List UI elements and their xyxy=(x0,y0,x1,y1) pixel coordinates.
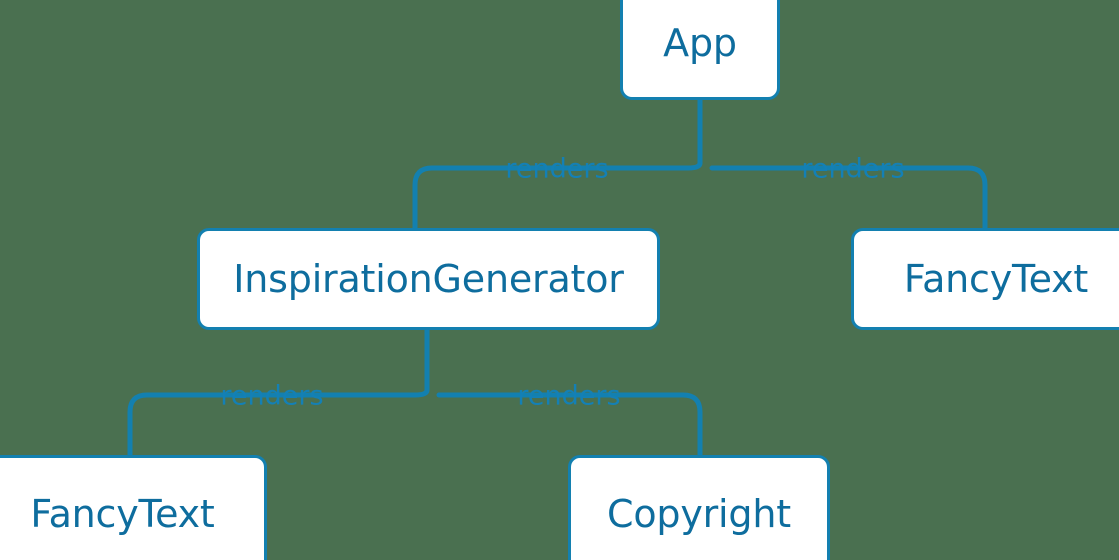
node-fancy-text-right-label: FancyText xyxy=(903,257,1089,301)
edge-label-app-to-fancy-text-right: renders xyxy=(801,153,905,185)
edge-label-inspiration-generator-to-copyright: renders xyxy=(517,380,621,412)
node-app-label: App xyxy=(663,21,737,65)
node-copyright[interactable]: Copyright xyxy=(568,455,830,560)
node-copyright-label: Copyright xyxy=(607,492,791,536)
node-fancy-text-bottom-left-label: FancyText xyxy=(30,492,215,536)
edge-label-app-to-inspiration-generator: renders xyxy=(505,153,609,185)
node-app[interactable]: App xyxy=(620,0,780,100)
node-inspiration-generator[interactable]: InspirationGenerator xyxy=(197,228,660,330)
node-inspiration-generator-label: InspirationGenerator xyxy=(233,257,624,301)
node-fancy-text-right[interactable]: FancyText xyxy=(851,228,1119,330)
node-fancy-text-bottom-left[interactable]: FancyText xyxy=(0,455,267,560)
edge-label-inspiration-generator-to-fancy-text: renders xyxy=(220,380,324,412)
